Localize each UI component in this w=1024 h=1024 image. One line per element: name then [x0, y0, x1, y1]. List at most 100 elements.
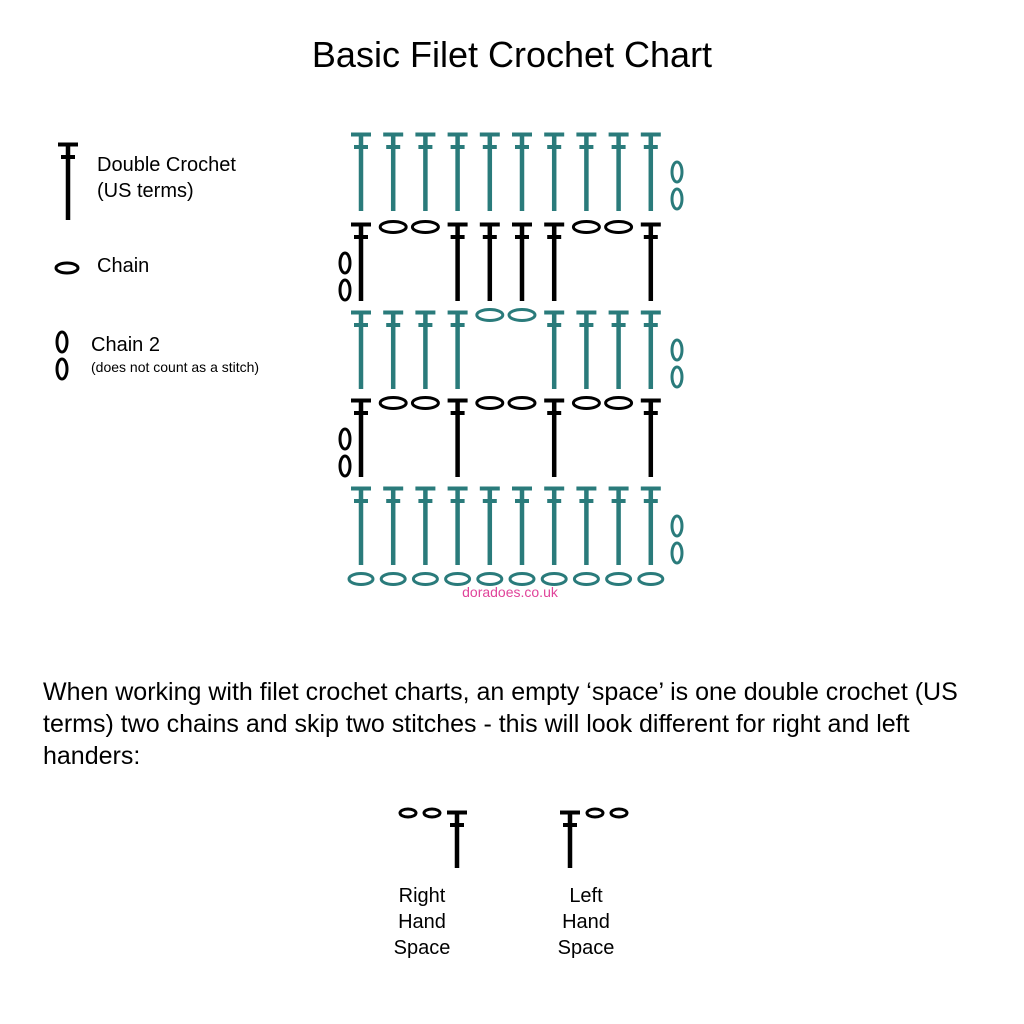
double-crochet-stitch: [544, 398, 565, 477]
filet-chart: [338, 132, 684, 586]
credit-text: doradoes.co.uk: [462, 584, 558, 600]
double-crochet-stitch: [608, 486, 629, 565]
chain-stitch: [637, 572, 665, 586]
double-crochet-icon: [58, 142, 78, 220]
chain-stitch: [540, 572, 568, 586]
left-hand-space-line3: Space: [557, 937, 615, 959]
double-crochet-stitch: [58, 142, 78, 220]
chain-stitch: [444, 572, 472, 586]
chain-2-turning: [55, 330, 69, 381]
chain-stitch: [54, 261, 80, 275]
right-hand-space-line1: Right: [398, 885, 446, 907]
legend-chain-2: Chain 2 (does not count as a stitch): [91, 332, 259, 376]
chain-stitch: [475, 396, 505, 410]
chart-row: [338, 220, 661, 302]
double-crochet-stitch: [351, 310, 371, 389]
right-hand-space-line2: Hand: [398, 911, 446, 933]
chain-stitch: [379, 572, 407, 586]
left-hand-space-label: Left Hand Space: [526, 883, 646, 961]
double-crochet-stitch: [576, 132, 597, 211]
chain-stitch: [604, 220, 634, 234]
double-crochet-stitch: [640, 222, 661, 301]
double-crochet-stitch: [479, 132, 500, 211]
chain-stitch: [585, 807, 605, 819]
left-hand-space-line2: Hand: [562, 911, 610, 933]
chain-stitch: [422, 807, 442, 819]
chain-2-turning: [670, 514, 684, 565]
double-crochet-stitch: [447, 486, 468, 565]
chain-stitch: [507, 396, 537, 410]
double-crochet-stitch: [544, 486, 565, 565]
double-crochet-stitch: [479, 486, 500, 565]
double-crochet-stitch: [608, 310, 629, 389]
legend-double-crochet: Double Crochet (US terms): [97, 152, 236, 204]
double-crochet-stitch: [512, 486, 532, 565]
chain-stitch: [411, 572, 439, 586]
double-crochet-stitch: [640, 310, 661, 389]
double-crochet-stitch: [479, 222, 500, 301]
legend-double-crochet-sub: (US terms): [97, 180, 194, 202]
chain-2-turning: [670, 338, 684, 389]
double-crochet-stitch: [415, 132, 436, 211]
page-title: Basic Filet Crochet Chart: [311, 34, 713, 75]
double-crochet-stitch: [447, 398, 468, 477]
double-crochet-stitch: [351, 222, 371, 301]
chain-stitch: [410, 220, 440, 234]
chain-2-turning: [338, 251, 352, 302]
double-crochet-stitch: [576, 486, 597, 565]
legend-icons: [54, 142, 80, 381]
double-crochet-stitch: [415, 310, 436, 389]
chain-stitch: [609, 807, 629, 819]
chain-stitch: [571, 396, 601, 410]
chain-stitch: [604, 396, 634, 410]
double-crochet-stitch: [383, 310, 404, 389]
chain-stitch: [347, 572, 375, 586]
chain-stitch: [378, 396, 408, 410]
chart-row: [351, 486, 684, 565]
double-crochet-stitch: [608, 132, 629, 211]
left-hand-space-line1: Left: [569, 885, 603, 907]
double-crochet-stitch: [351, 486, 371, 565]
chain-stitch: [476, 572, 504, 586]
chain-2-turning: [338, 427, 352, 478]
chain-stitch: [571, 220, 601, 234]
double-crochet-stitch: [544, 222, 565, 301]
right-hand-space-label: Right Hand Space: [362, 883, 482, 961]
double-crochet-stitch: [447, 310, 468, 389]
space-examples: [398, 807, 629, 868]
double-crochet-stitch: [640, 398, 661, 477]
double-crochet-stitch: [415, 486, 436, 565]
double-crochet-stitch: [383, 486, 404, 565]
chain-stitch: [507, 308, 537, 322]
chart-row: [338, 396, 661, 478]
double-crochet-stitch: [560, 810, 580, 868]
chain-stitch: [572, 572, 600, 586]
double-crochet-stitch: [544, 310, 565, 389]
right-hand-space-diagram: [398, 807, 467, 868]
chain-icon: [54, 261, 80, 275]
explanation-text: When working with filet crochet charts, …: [43, 678, 958, 770]
chain-2-icon: [55, 330, 69, 381]
double-crochet-stitch: [512, 222, 532, 301]
chain-stitch: [410, 396, 440, 410]
chain-2-turning: [670, 160, 684, 211]
foundation-chain: [347, 572, 665, 586]
chart-row: [351, 308, 684, 389]
chart-row: [351, 132, 684, 211]
double-crochet-stitch: [544, 132, 565, 211]
legend-chain-2-label: Chain 2: [91, 334, 160, 356]
legend-chain-2-sub: (does not count as a stitch): [91, 359, 260, 375]
legend-chain-label: Chain: [97, 255, 150, 277]
double-crochet-stitch: [640, 132, 661, 211]
chain-stitch: [508, 572, 536, 586]
double-crochet-stitch: [351, 132, 371, 211]
double-crochet-stitch: [576, 310, 597, 389]
double-crochet-stitch: [383, 132, 404, 211]
double-crochet-stitch: [447, 810, 467, 868]
legend-double-crochet-label: Double Crochet: [97, 154, 236, 176]
chain-stitch: [475, 308, 505, 322]
chain-stitch: [398, 807, 418, 819]
double-crochet-stitch: [447, 132, 468, 211]
double-crochet-stitch: [512, 132, 532, 211]
